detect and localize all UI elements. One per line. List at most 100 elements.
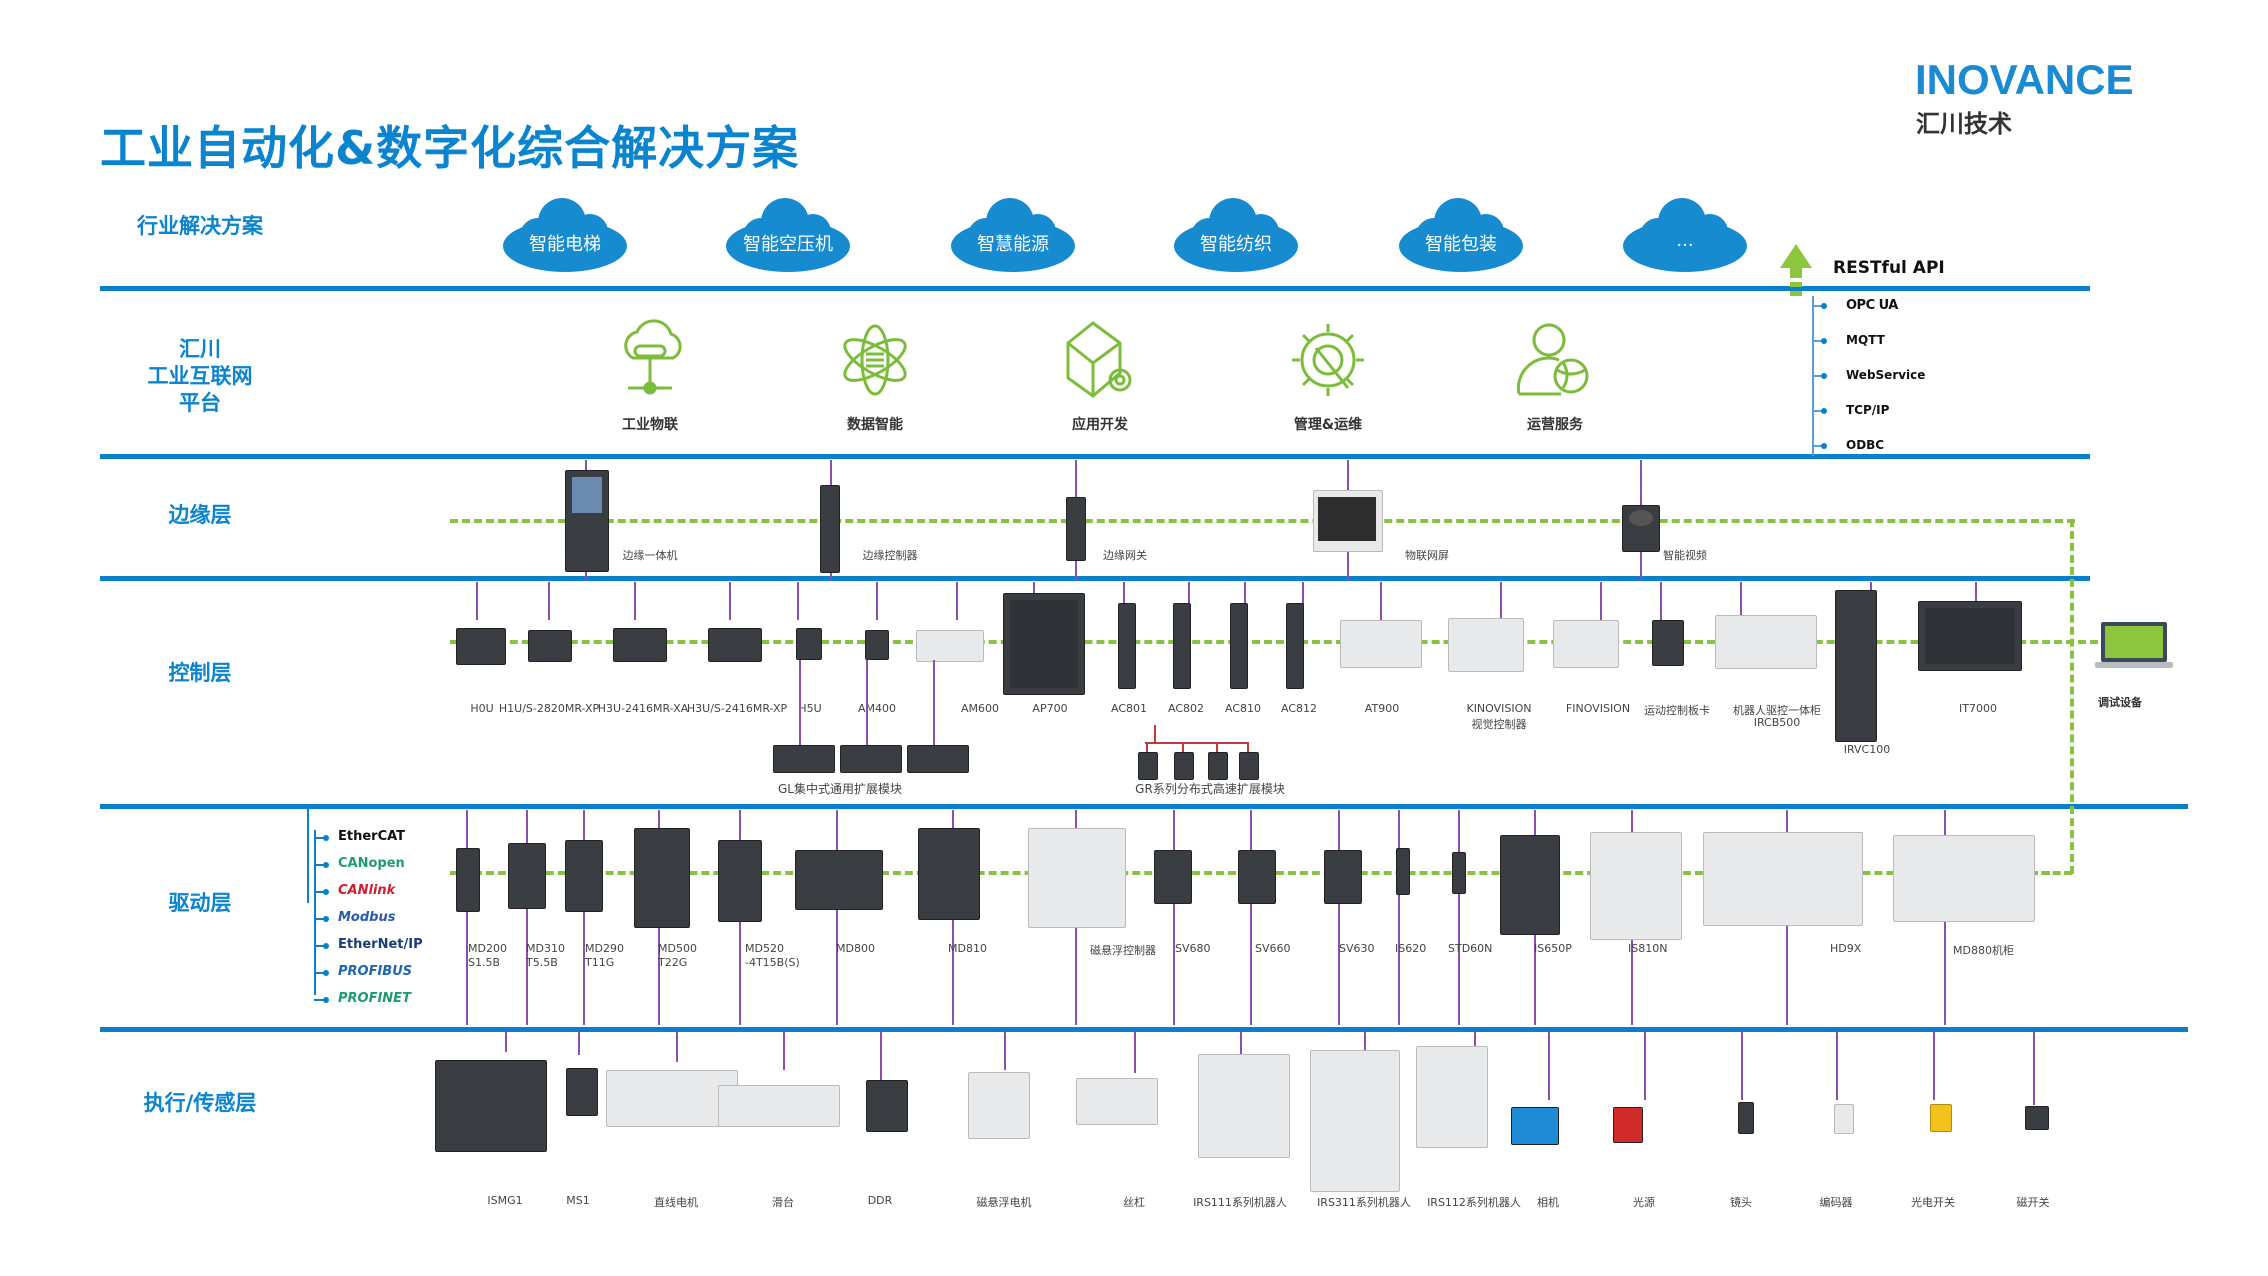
smart-camera-device[interactable]	[1622, 505, 1660, 552]
control-device-label: AC802	[1167, 702, 1205, 715]
edge-gateway-device[interactable]	[1066, 497, 1086, 561]
control-device-18[interactable]	[1918, 601, 2022, 671]
drive-device-label: SV630	[1339, 942, 1375, 955]
drive-link-line	[583, 810, 585, 1025]
actuator-device-7[interactable]	[1198, 1054, 1290, 1158]
drive-device-label: 磁悬浮控制器	[1090, 944, 1156, 957]
drive-device-6[interactable]	[918, 828, 980, 920]
edge-controller-device[interactable]	[820, 485, 840, 573]
protocol-item: TCP/IP	[1846, 403, 1890, 417]
drive-device-4[interactable]	[718, 840, 762, 922]
industry-solution-cloud-3[interactable]: 智能纺织	[1171, 196, 1301, 276]
control-device-16[interactable]	[1715, 615, 1817, 669]
control-device-1[interactable]	[528, 630, 572, 662]
fieldbus-modbus: Modbus	[338, 910, 396, 925]
actuator-device-3[interactable]	[718, 1085, 840, 1127]
iot-screen-device[interactable]	[1313, 490, 1383, 552]
actuator-device-6[interactable]	[1076, 1078, 1158, 1125]
platform-item-1[interactable]: 数据智能	[805, 318, 945, 434]
industry-solution-cloud-4[interactable]: 智能包装	[1396, 196, 1526, 276]
control-device-9[interactable]	[1173, 603, 1191, 689]
actuator-device-1[interactable]	[566, 1068, 598, 1116]
gr-expansion-module[interactable]	[1138, 752, 1158, 780]
edge-network-line	[450, 519, 2075, 523]
gr-link-line	[1216, 742, 1218, 752]
platform-item-label: 运营服务	[1527, 417, 1583, 433]
industry-solution-cloud-1[interactable]: 智能空压机	[723, 196, 853, 276]
control-device-0[interactable]	[456, 628, 506, 665]
gr-link-line	[1182, 742, 1184, 752]
cloud-label: 智能电梯	[529, 234, 601, 255]
fieldbus-connector	[314, 891, 324, 893]
actuator-device-4[interactable]	[866, 1080, 908, 1132]
control-device-12[interactable]	[1340, 620, 1422, 668]
platform-item-4[interactable]: 运营服务	[1485, 318, 1625, 434]
control-device-4[interactable]	[796, 628, 822, 660]
actuator-device-12[interactable]	[1738, 1102, 1754, 1134]
control-device-13[interactable]	[1448, 618, 1524, 672]
gr-expansion-module[interactable]	[1239, 752, 1259, 780]
cloud-label: 智能空压机	[743, 234, 833, 255]
actuator-device-13[interactable]	[1834, 1104, 1854, 1134]
drive-device-14[interactable]	[1590, 832, 1682, 940]
control-device-8[interactable]	[1118, 603, 1136, 689]
control-device-7[interactable]	[1003, 593, 1085, 695]
control-device-label: AC810	[1224, 702, 1262, 715]
gl-expansion-module[interactable]	[840, 745, 902, 773]
up-arrow-icon	[1780, 244, 1812, 296]
control-device-5[interactable]	[865, 630, 889, 660]
drive-device-2[interactable]	[565, 840, 603, 912]
platform-item-3[interactable]: 管理&运维	[1258, 318, 1398, 434]
actuator-device-0[interactable]	[435, 1060, 547, 1152]
platform-item-0[interactable]: 工业物联	[580, 318, 720, 434]
control-device-sublabel: 视觉控制器	[1471, 718, 1527, 731]
actuator-device-2[interactable]	[606, 1070, 738, 1127]
fieldbus-ethernetip: EtherNet/IP	[338, 937, 423, 952]
drive-device-label: HD9X	[1830, 942, 1862, 955]
actuator-device-10[interactable]	[1511, 1107, 1559, 1145]
gr-expansion-module[interactable]	[1174, 752, 1194, 780]
drive-device-3[interactable]	[634, 828, 690, 928]
drive-device-label: MD810	[948, 942, 987, 955]
control-device-10[interactable]	[1230, 603, 1248, 689]
gr-expansion-module[interactable]	[1208, 752, 1228, 780]
drive-device-16[interactable]	[1893, 835, 2035, 922]
protocol-bullet-icon	[1821, 373, 1827, 379]
actuator-device-9[interactable]	[1416, 1046, 1488, 1148]
gl-expansion-module[interactable]	[907, 745, 969, 773]
drive-device-8[interactable]	[1154, 850, 1192, 904]
control-device-2[interactable]	[613, 628, 667, 662]
drive-device-11[interactable]	[1396, 848, 1410, 895]
drive-device-9[interactable]	[1238, 850, 1276, 904]
control-device-11[interactable]	[1286, 603, 1304, 689]
control-device-17[interactable]	[1835, 590, 1877, 742]
drive-device-10[interactable]	[1324, 850, 1362, 904]
drive-device-5[interactable]	[795, 850, 883, 910]
actuator-device-14[interactable]	[1930, 1104, 1952, 1132]
actuator-device-15[interactable]	[2025, 1106, 2049, 1130]
drive-device-12[interactable]	[1452, 852, 1466, 894]
drive-device-15[interactable]	[1703, 832, 1863, 926]
gr-link-line	[1247, 742, 1249, 752]
drive-device-1[interactable]	[508, 843, 546, 909]
platform-item-2[interactable]: 应用开发	[1030, 318, 1170, 434]
control-device-15[interactable]	[1652, 620, 1684, 666]
actuator-device-5[interactable]	[968, 1072, 1030, 1139]
actuator-label: 光电开关	[1911, 1196, 1955, 1209]
drive-device-0[interactable]	[456, 848, 480, 912]
control-device-14[interactable]	[1553, 620, 1619, 668]
actuator-link-line	[880, 1032, 882, 1090]
control-device-6[interactable]	[916, 630, 984, 662]
control-device-3[interactable]	[708, 628, 762, 662]
gl-expansion-module[interactable]	[773, 745, 835, 773]
drive-device-13[interactable]	[1500, 835, 1560, 935]
platform-item-label: 管理&运维	[1293, 417, 1363, 433]
drive-device-7[interactable]	[1028, 828, 1126, 928]
fieldbus-connector	[314, 864, 324, 866]
industry-solution-cloud-2[interactable]: 智慧能源	[948, 196, 1078, 276]
industry-solution-cloud-0[interactable]: 智能电梯	[500, 196, 630, 276]
actuator-device-8[interactable]	[1310, 1050, 1400, 1192]
edge-all-in-one-device[interactable]	[565, 470, 609, 572]
industry-solution-cloud-5[interactable]: ...	[1620, 196, 1750, 276]
actuator-device-11[interactable]	[1613, 1107, 1643, 1143]
